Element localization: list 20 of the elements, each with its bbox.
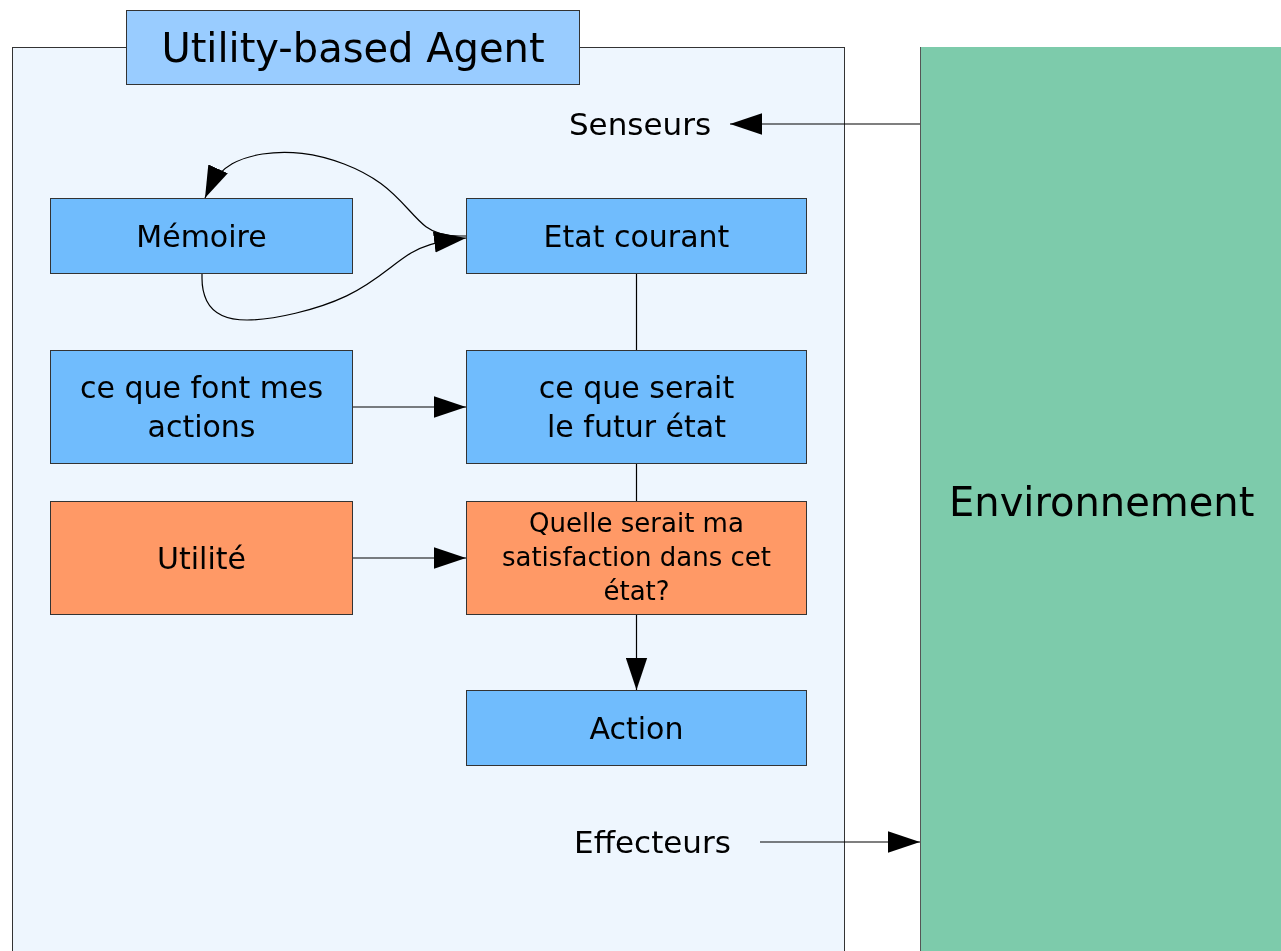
text-label: Effecteurs [545, 820, 760, 864]
arrow [759, 831, 921, 853]
process-box: Utilité [50, 501, 353, 615]
arrow [201, 231, 467, 321]
process-box: ce que serait le futur état [466, 350, 807, 464]
arrow [729, 113, 921, 135]
environment-panel: Environnement [920, 47, 1281, 951]
arrow [625, 614, 648, 691]
arrow [352, 396, 467, 418]
process-box: Quelle serait ma satisfaction dans cet état? [466, 501, 807, 615]
agent-title: Utility-based Agent [126, 10, 580, 85]
process-box: ce que font mes actions [50, 350, 353, 464]
arrow [204, 151, 467, 237]
arrow [352, 547, 467, 569]
process-box: Action [466, 690, 807, 766]
text-label: Senseurs [550, 102, 730, 146]
process-box: Etat courant [466, 198, 807, 274]
connector-line [635, 273, 638, 351]
connector-line [635, 463, 638, 502]
process-box: Mémoire [50, 198, 353, 274]
